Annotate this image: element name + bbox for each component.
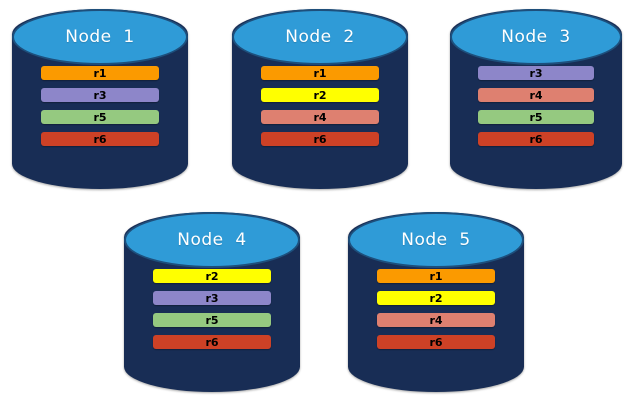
replica-label: r4: [429, 313, 443, 327]
replica-bar-r2[interactable]: r2: [261, 88, 379, 102]
replica-bar-r3[interactable]: r3: [478, 66, 594, 80]
replica-label: r1: [93, 66, 107, 80]
replica-label: r6: [93, 132, 107, 146]
replica-stack: r1 r2 r4 r6: [348, 269, 524, 349]
replica-label: r6: [429, 335, 443, 349]
replica-label: r2: [429, 291, 443, 305]
replica-bar-r1[interactable]: r1: [261, 66, 379, 80]
cylinder-top-ellipse: Node 2: [232, 9, 408, 65]
replica-label: r5: [93, 110, 107, 124]
node-label: Node 1: [65, 26, 135, 47]
replica-label: r2: [205, 269, 219, 283]
replica-label: r3: [93, 88, 107, 102]
replica-bar-r6[interactable]: r6: [261, 132, 379, 146]
replica-bar-r5[interactable]: r5: [478, 110, 594, 124]
node-cylinder-3[interactable]: Node 3 r3 r4 r5 r6: [450, 9, 622, 189]
replica-label: r1: [429, 269, 443, 283]
replica-label: r6: [529, 132, 543, 146]
replica-label: r3: [529, 66, 543, 80]
replica-label: r5: [205, 313, 219, 327]
replica-stack: r3 r4 r5 r6: [450, 66, 622, 146]
replica-bar-r1[interactable]: r1: [377, 269, 495, 283]
node-label: Node 3: [501, 26, 571, 47]
node-cylinder-2[interactable]: Node 2 r1 r2 r4 r6: [232, 9, 408, 189]
node-cylinder-4[interactable]: Node 4 r2 r3 r5 r6: [124, 212, 300, 392]
replica-label: r4: [529, 88, 543, 102]
cylinder-top-ellipse: Node 1: [12, 9, 188, 65]
node-cylinder-1[interactable]: Node 1 r1 r3 r5 r6: [12, 9, 188, 189]
replica-bar-r6[interactable]: r6: [377, 335, 495, 349]
replica-bar-r4[interactable]: r4: [377, 313, 495, 327]
replica-label: r5: [529, 110, 543, 124]
replica-stack: r1 r2 r4 r6: [232, 66, 408, 146]
replica-stack: r2 r3 r5 r6: [124, 269, 300, 349]
replica-bar-r5[interactable]: r5: [153, 313, 271, 327]
replica-label: r3: [205, 291, 219, 305]
cylinder-top-ellipse: Node 4: [124, 212, 300, 268]
node-label: Node 5: [401, 229, 471, 250]
replica-label: r2: [313, 88, 327, 102]
node-label: Node 4: [177, 229, 247, 250]
replica-label: r6: [205, 335, 219, 349]
node-cylinder-5[interactable]: Node 5 r1 r2 r4 r6: [348, 212, 524, 392]
replica-bar-r6[interactable]: r6: [478, 132, 594, 146]
replica-bar-r5[interactable]: r5: [41, 110, 159, 124]
replica-label: r1: [313, 66, 327, 80]
replica-bar-r4[interactable]: r4: [478, 88, 594, 102]
node-label: Node 2: [285, 26, 355, 47]
replica-bar-r6[interactable]: r6: [153, 335, 271, 349]
replica-bar-r2[interactable]: r2: [377, 291, 495, 305]
replica-label: r4: [313, 110, 327, 124]
cylinder-top-ellipse: Node 5: [348, 212, 524, 268]
replica-bar-r4[interactable]: r4: [261, 110, 379, 124]
replica-stack: r1 r3 r5 r6: [12, 66, 188, 146]
replica-bar-r6[interactable]: r6: [41, 132, 159, 146]
replica-label: r6: [313, 132, 327, 146]
replica-bar-r3[interactable]: r3: [153, 291, 271, 305]
replica-bar-r3[interactable]: r3: [41, 88, 159, 102]
replica-bar-r1[interactable]: r1: [41, 66, 159, 80]
cylinder-top-ellipse: Node 3: [450, 9, 622, 65]
replica-bar-r2[interactable]: r2: [153, 269, 271, 283]
